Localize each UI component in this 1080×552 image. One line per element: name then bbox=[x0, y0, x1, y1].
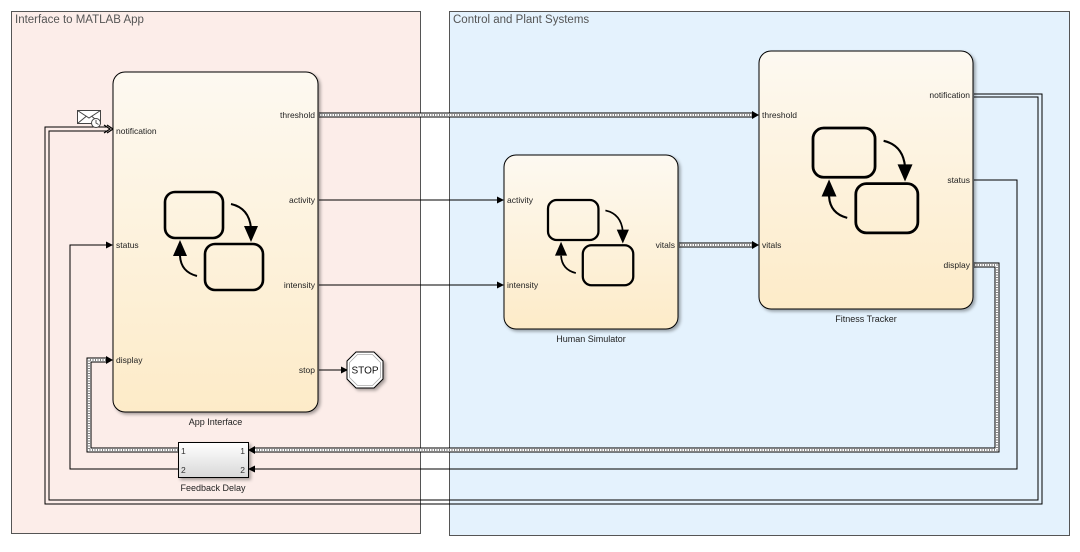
port-in-vitals: vitals bbox=[762, 240, 781, 250]
arrow-display-in bbox=[106, 356, 113, 364]
block-app-interface[interactable]: notification status display threshold ac… bbox=[112, 71, 319, 427]
port-in-status: status bbox=[116, 240, 139, 250]
signal-status[interactable] bbox=[69, 179, 1018, 470]
port-in-display: display bbox=[116, 355, 143, 365]
arrow-status-in bbox=[106, 241, 113, 249]
arrow-delay-in-2 bbox=[248, 465, 255, 473]
port-out-vitals: vitals bbox=[656, 240, 675, 250]
stop-label: STOP bbox=[351, 366, 378, 377]
block-label: Human Simulator bbox=[556, 334, 626, 344]
envelope-clock-icon bbox=[77, 110, 101, 128]
port-out-status: status bbox=[947, 175, 970, 185]
port-out-threshold: threshold bbox=[280, 110, 315, 120]
signal-activity[interactable] bbox=[319, 196, 504, 204]
port-in-intensity: intensity bbox=[507, 280, 539, 290]
block-stop[interactable]: STOP bbox=[346, 351, 384, 389]
block-label: Fitness Tracker bbox=[835, 314, 897, 324]
block-feedback-delay[interactable]: 1 2 1 2 Feedback Delay bbox=[178, 442, 249, 494]
block-label: Feedback Delay bbox=[180, 483, 246, 493]
block-fitness-tracker[interactable]: threshold vitals notification status dis… bbox=[758, 50, 974, 324]
signal-display[interactable] bbox=[86, 262, 1000, 453]
port-out-activity: activity bbox=[289, 195, 316, 205]
area-title-right: Control and Plant Systems bbox=[453, 14, 589, 26]
port-out-display: display bbox=[944, 260, 971, 270]
port-in-threshold: threshold bbox=[762, 110, 797, 120]
block-label: App Interface bbox=[189, 417, 243, 427]
signal-intensity[interactable] bbox=[319, 281, 504, 289]
port-out-notification: notification bbox=[929, 90, 970, 100]
port-in-notification: notification bbox=[116, 126, 157, 136]
signal-stop[interactable] bbox=[319, 366, 348, 374]
delay-in-port-1: 1 bbox=[181, 446, 186, 456]
port-in-activity: activity bbox=[507, 195, 534, 205]
block-human-simulator[interactable]: activity intensity vitals Human Simulato… bbox=[503, 154, 679, 344]
area-title-left: Interface to MATLAB App bbox=[15, 14, 144, 26]
delay-out-port-1: 1 bbox=[240, 446, 245, 456]
signal-vitals[interactable] bbox=[679, 241, 759, 249]
port-out-stop: stop bbox=[299, 365, 315, 375]
signal-threshold[interactable] bbox=[319, 111, 759, 119]
delay-out-port-2: 2 bbox=[240, 465, 245, 475]
delay-in-port-2: 2 bbox=[181, 465, 186, 475]
port-out-intensity: intensity bbox=[284, 280, 316, 290]
arrow-delay-in-1 bbox=[248, 446, 255, 454]
